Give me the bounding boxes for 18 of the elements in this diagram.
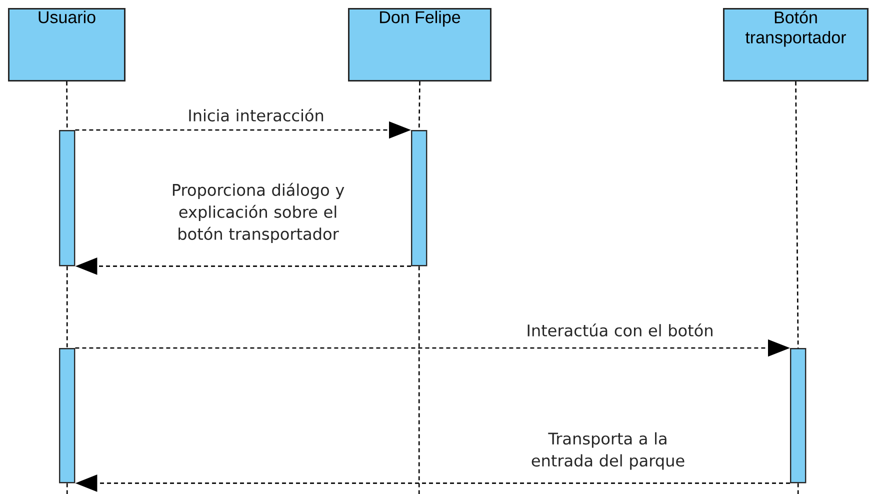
- lifeline: [418, 266, 420, 494]
- edge-label: Inicia interacción: [189, 108, 324, 122]
- edge-label: Interactúa con el botón: [528, 323, 712, 336]
- activation-bar: [411, 130, 428, 266]
- lifeline-header-box: Usuario: [8, 8, 126, 82]
- edge-label: Transporta a la entrada del parque: [532, 432, 684, 470]
- lifeline: [66, 82, 68, 130]
- lifeline-header-box: Botón transportador: [723, 8, 868, 82]
- lifeline: [795, 81, 799, 348]
- lifeline: [66, 266, 68, 348]
- activation-bar: [790, 348, 806, 484]
- edge-label: Proporciona diálogo y explicación sobre el botón transportador: [172, 182, 344, 244]
- lifeline: [418, 81, 420, 130]
- lifeline: [797, 483, 799, 494]
- activation-bar: [59, 348, 76, 484]
- lifeline: [66, 483, 68, 494]
- activation-bar: [59, 130, 76, 266]
- lifeline-header-box: Don Felipe: [348, 8, 492, 82]
